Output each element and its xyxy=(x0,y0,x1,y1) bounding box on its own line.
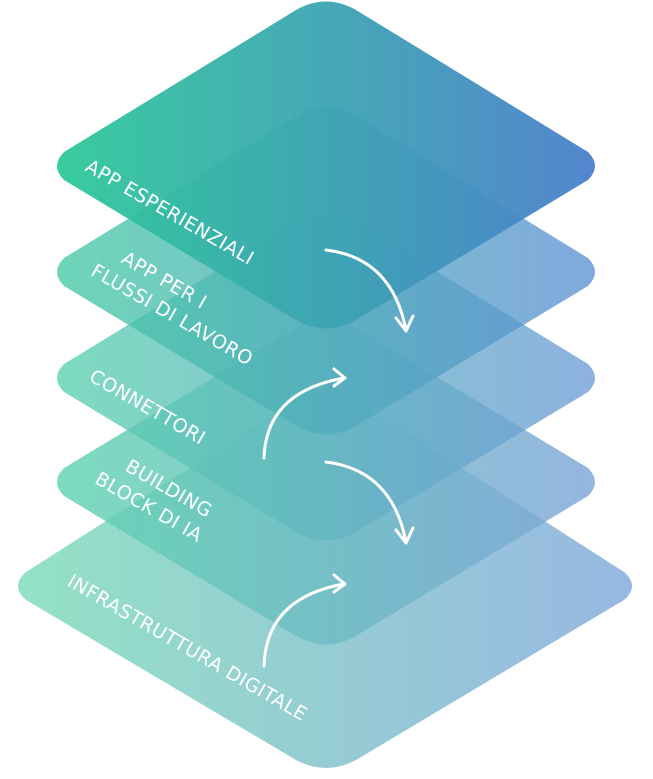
arrow-connectors-to-blocks xyxy=(324,460,415,545)
layer-experience-apps-plate xyxy=(57,1,595,329)
arrow-infrastructure-to-blocks xyxy=(262,573,347,668)
arrow-connectors-to-workflow xyxy=(262,367,347,460)
arrow-experience-to-workflow xyxy=(324,248,415,333)
